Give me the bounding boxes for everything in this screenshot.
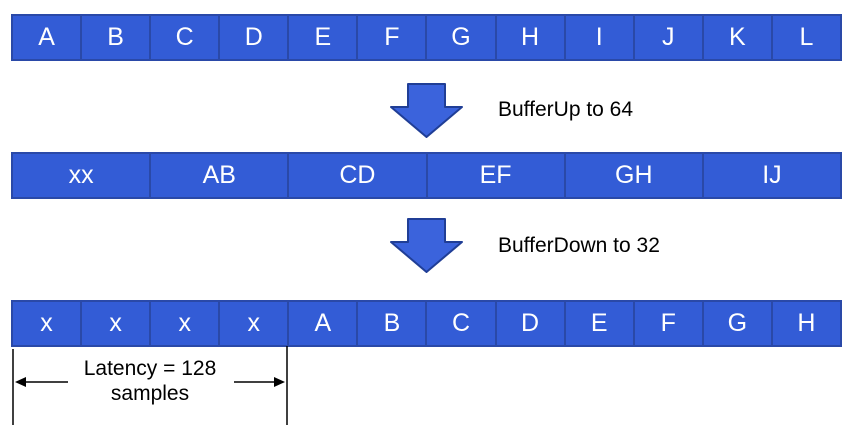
buffer-cell: x bbox=[40, 309, 53, 337]
buffer-cell: A bbox=[38, 23, 55, 51]
buffer-cell: G bbox=[701, 302, 771, 345]
latency-line2: samples bbox=[110, 382, 190, 405]
down-arrow-icon bbox=[390, 218, 463, 273]
latency-annotation: Latency = 128 samples bbox=[55, 356, 245, 406]
buffer-cell: K bbox=[701, 16, 771, 59]
buffer-cell: A bbox=[287, 302, 356, 345]
buffer-cell: D bbox=[494, 302, 564, 345]
buffer-cell: C bbox=[425, 302, 494, 345]
buffer-cell: GH bbox=[563, 154, 702, 197]
buffer-cell: E bbox=[563, 302, 633, 345]
right-arrowhead-icon bbox=[274, 377, 285, 387]
buffer-cell: I bbox=[563, 16, 633, 59]
buffer-cell: B bbox=[356, 302, 425, 345]
buffer-cell: L bbox=[770, 16, 840, 59]
buffer-cell: B bbox=[80, 16, 149, 59]
latency-line1: Latency = 128 bbox=[83, 357, 217, 380]
buffer-cell: F bbox=[356, 16, 425, 59]
buffer-cell: AB bbox=[149, 154, 287, 197]
buffer-cell: F bbox=[632, 302, 702, 345]
bufferdown-label: BufferDown to 32 bbox=[498, 234, 660, 257]
buffer-cell: x bbox=[218, 302, 287, 345]
buffer-cell: D bbox=[218, 16, 287, 59]
left-arrowhead-icon bbox=[15, 377, 26, 387]
buffer-cell: xx bbox=[68, 161, 94, 189]
buffer-cell: CD bbox=[287, 154, 425, 197]
down-arrow-icon bbox=[390, 83, 463, 138]
buffer-cell: H bbox=[770, 302, 840, 345]
buffer-cell: x bbox=[149, 302, 218, 345]
buffer-cell: G bbox=[425, 16, 494, 59]
bufferup-label: BufferUp to 64 bbox=[498, 98, 634, 121]
latency-span-arrows bbox=[12, 346, 288, 425]
buffer-cell: EF bbox=[425, 154, 564, 197]
buffer-cell: J bbox=[632, 16, 702, 59]
buffer-cell: IJ bbox=[701, 154, 840, 197]
buffer-cell: H bbox=[494, 16, 564, 59]
buffer-cell: C bbox=[149, 16, 218, 59]
buffer-cell: E bbox=[287, 16, 356, 59]
buffer-cell: x bbox=[80, 302, 149, 345]
